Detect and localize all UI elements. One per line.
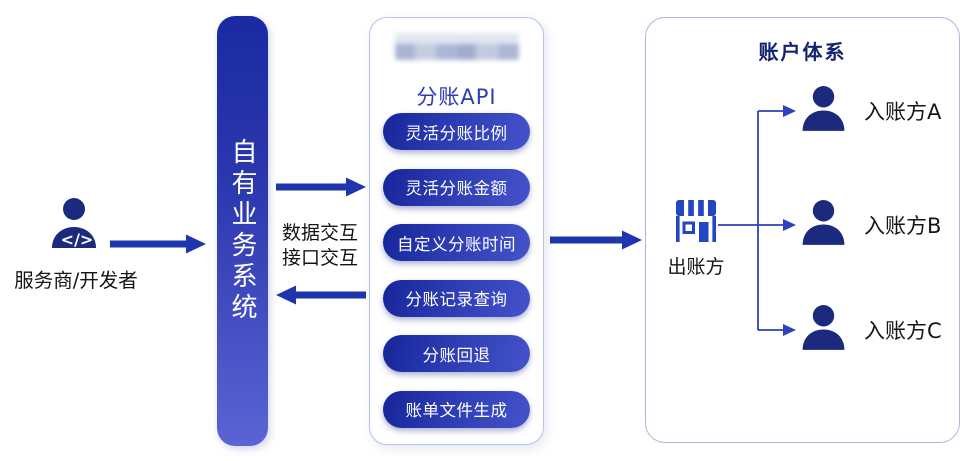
payee-c-person-icon — [802, 305, 845, 350]
interaction-line-1: 数据交互 — [282, 222, 359, 244]
payer-label: 出账方 — [667, 256, 725, 278]
account-system-panel — [645, 17, 960, 443]
interaction-line-2: 接口交互 — [282, 247, 359, 269]
api-feature-pill-billfile: 账单文件生成 — [383, 390, 530, 428]
api-feature-pill-time: 自定义分账时间 — [383, 224, 530, 261]
arrow-system-to-api — [276, 177, 366, 197]
arrow-developer-to-system — [110, 234, 206, 254]
code-badge-icon: </> — [61, 230, 94, 249]
developer-person-icon: </> — [52, 198, 96, 249]
developer-label: 服务商/开发者 — [14, 269, 138, 292]
arrow-api-to-account — [550, 230, 642, 250]
api-feature-list: 灵活分账比例 灵活分账金额 自定义分账时间 分账记录查询 分账回退 账单文件生成 — [383, 113, 530, 428]
payer-group: 出账方 — [650, 197, 742, 279]
developer-actor: </> 服务商/开发者 — [2, 196, 150, 293]
payee-a-person-icon — [802, 86, 845, 131]
store-icon — [676, 200, 716, 242]
payee-row-a: 入账方A — [797, 84, 941, 137]
payer-to-payees-connectors — [718, 105, 796, 336]
interaction-caption: 数据交互 接口交互 — [282, 221, 358, 271]
own-business-system-bar: 自有业务系统 — [217, 16, 268, 446]
redacted-logo-blur — [395, 33, 519, 60]
api-feature-pill-refund: 分账回退 — [383, 335, 530, 372]
payee-a-label: 入账方A — [864, 99, 942, 124]
system-bar-label: 自有业务系统 — [227, 138, 257, 324]
account-panel-title: 账户体系 — [758, 40, 847, 64]
api-feature-pill-amount: 灵活分账金额 — [383, 168, 530, 206]
arrow-api-to-system — [276, 285, 366, 305]
payee-c-label: 入账方C — [864, 318, 942, 343]
api-feature-pill-query: 分账记录查询 — [383, 279, 530, 317]
payee-row-c: 入账方C — [797, 303, 942, 356]
payee-b-person-icon — [802, 200, 845, 245]
payee-row-b: 入账方B — [797, 198, 941, 251]
api-panel-title: 分账API — [416, 85, 497, 109]
api-panel: 分账API 灵活分账比例 灵活分账金额 自定义分账时间 分账记录查询 分账回退 … — [369, 17, 544, 445]
payee-b-label: 入账方B — [864, 213, 942, 238]
api-feature-pill-ratio: 灵活分账比例 — [383, 113, 530, 150]
